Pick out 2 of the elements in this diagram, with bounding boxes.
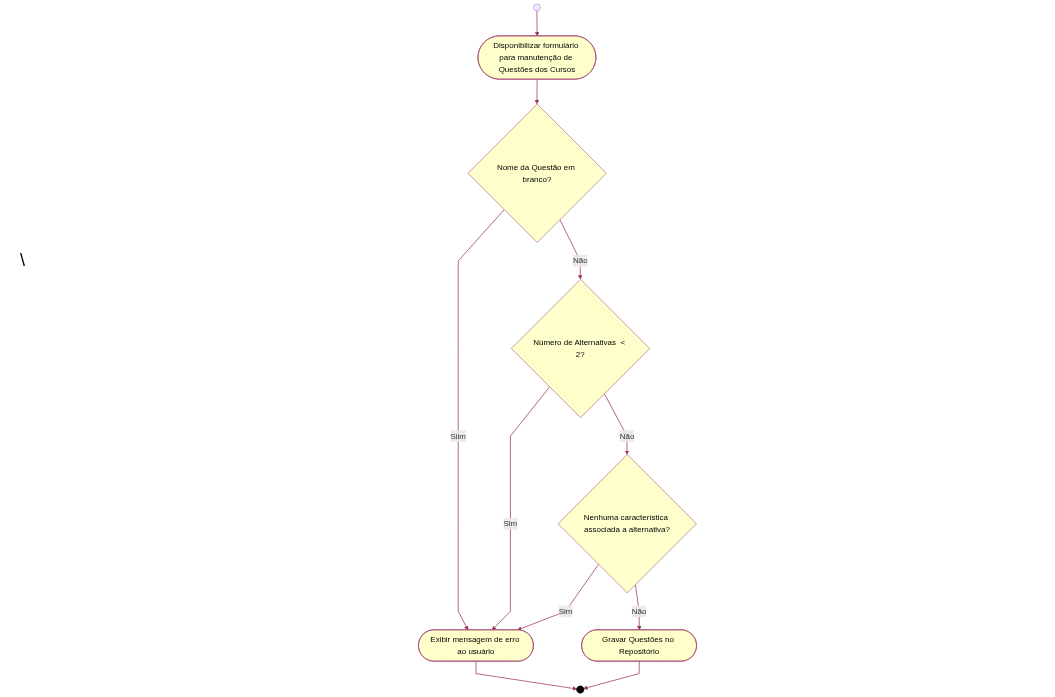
note-text: \ xyxy=(20,250,25,271)
node-circle xyxy=(533,3,541,12)
